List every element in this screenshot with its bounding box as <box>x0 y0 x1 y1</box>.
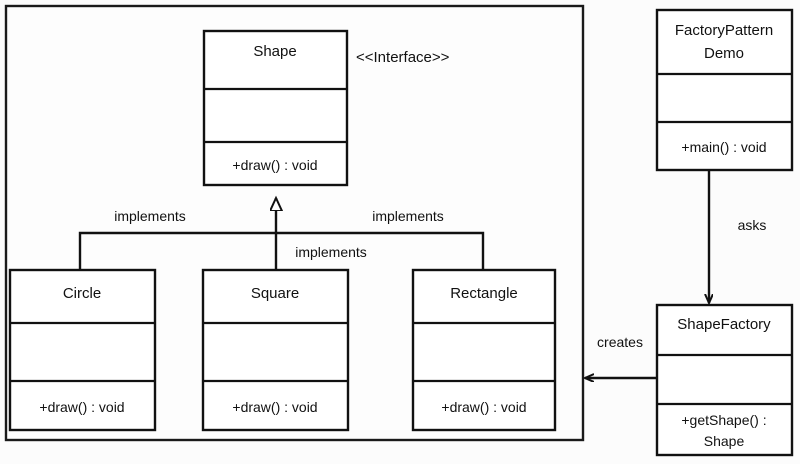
class-title-rectangle: Rectangle <box>450 285 518 302</box>
class-box-square-frame <box>201 268 350 432</box>
class-method-square-draw: +draw() : void <box>232 399 317 415</box>
class-box-square[interactable]: Square +draw() : void <box>201 268 350 432</box>
class-title-factorypatterndemo-line2: Demo <box>704 45 744 62</box>
class-box-rectangle-frame <box>411 268 557 432</box>
class-title-factorypatterndemo-line1: FactoryPattern <box>675 22 773 39</box>
edge-label-implements-left: implements <box>114 208 186 224</box>
class-box-rectangle[interactable]: Rectangle +draw() : void <box>411 268 557 432</box>
class-method-shapefactory-getshape-line1: +getShape() : <box>681 412 766 428</box>
class-box-shape[interactable]: Shape +draw() : void <box>202 29 349 187</box>
edge-label-implements-right: implements <box>372 208 444 224</box>
edge-label-creates: creates <box>597 334 643 350</box>
edge-label-asks: asks <box>738 217 767 233</box>
class-box-shape-frame <box>202 29 349 187</box>
class-title-shape: Shape <box>253 43 296 60</box>
class-box-factorypatterndemo-frame <box>655 8 794 172</box>
interface-stereotype-label: <<Interface>> <box>356 49 450 66</box>
class-title-shapefactory: ShapeFactory <box>677 316 771 333</box>
class-method-shapefactory-getshape-line2: Shape <box>704 433 745 449</box>
class-box-factorypatterndemo[interactable]: FactoryPattern Demo +main() : void <box>655 8 794 172</box>
class-method-shape-draw: +draw() : void <box>232 157 317 173</box>
class-method-circle-draw: +draw() : void <box>39 399 124 415</box>
class-box-circle[interactable]: Circle +draw() : void <box>8 268 157 432</box>
class-box-shapefactory[interactable]: ShapeFactory +getShape() : Shape <box>655 303 794 457</box>
class-method-rectangle-draw: +draw() : void <box>441 399 526 415</box>
class-title-square: Square <box>251 285 299 302</box>
inheritance-bus-line <box>78 231 485 270</box>
class-method-factorypatterndemo-main: +main() : void <box>681 139 766 155</box>
edge-label-implements-middle: implements <box>295 244 367 260</box>
class-box-circle-frame <box>8 268 157 432</box>
class-box-shapefactory-frame <box>655 303 794 457</box>
class-title-circle: Circle <box>63 285 101 302</box>
